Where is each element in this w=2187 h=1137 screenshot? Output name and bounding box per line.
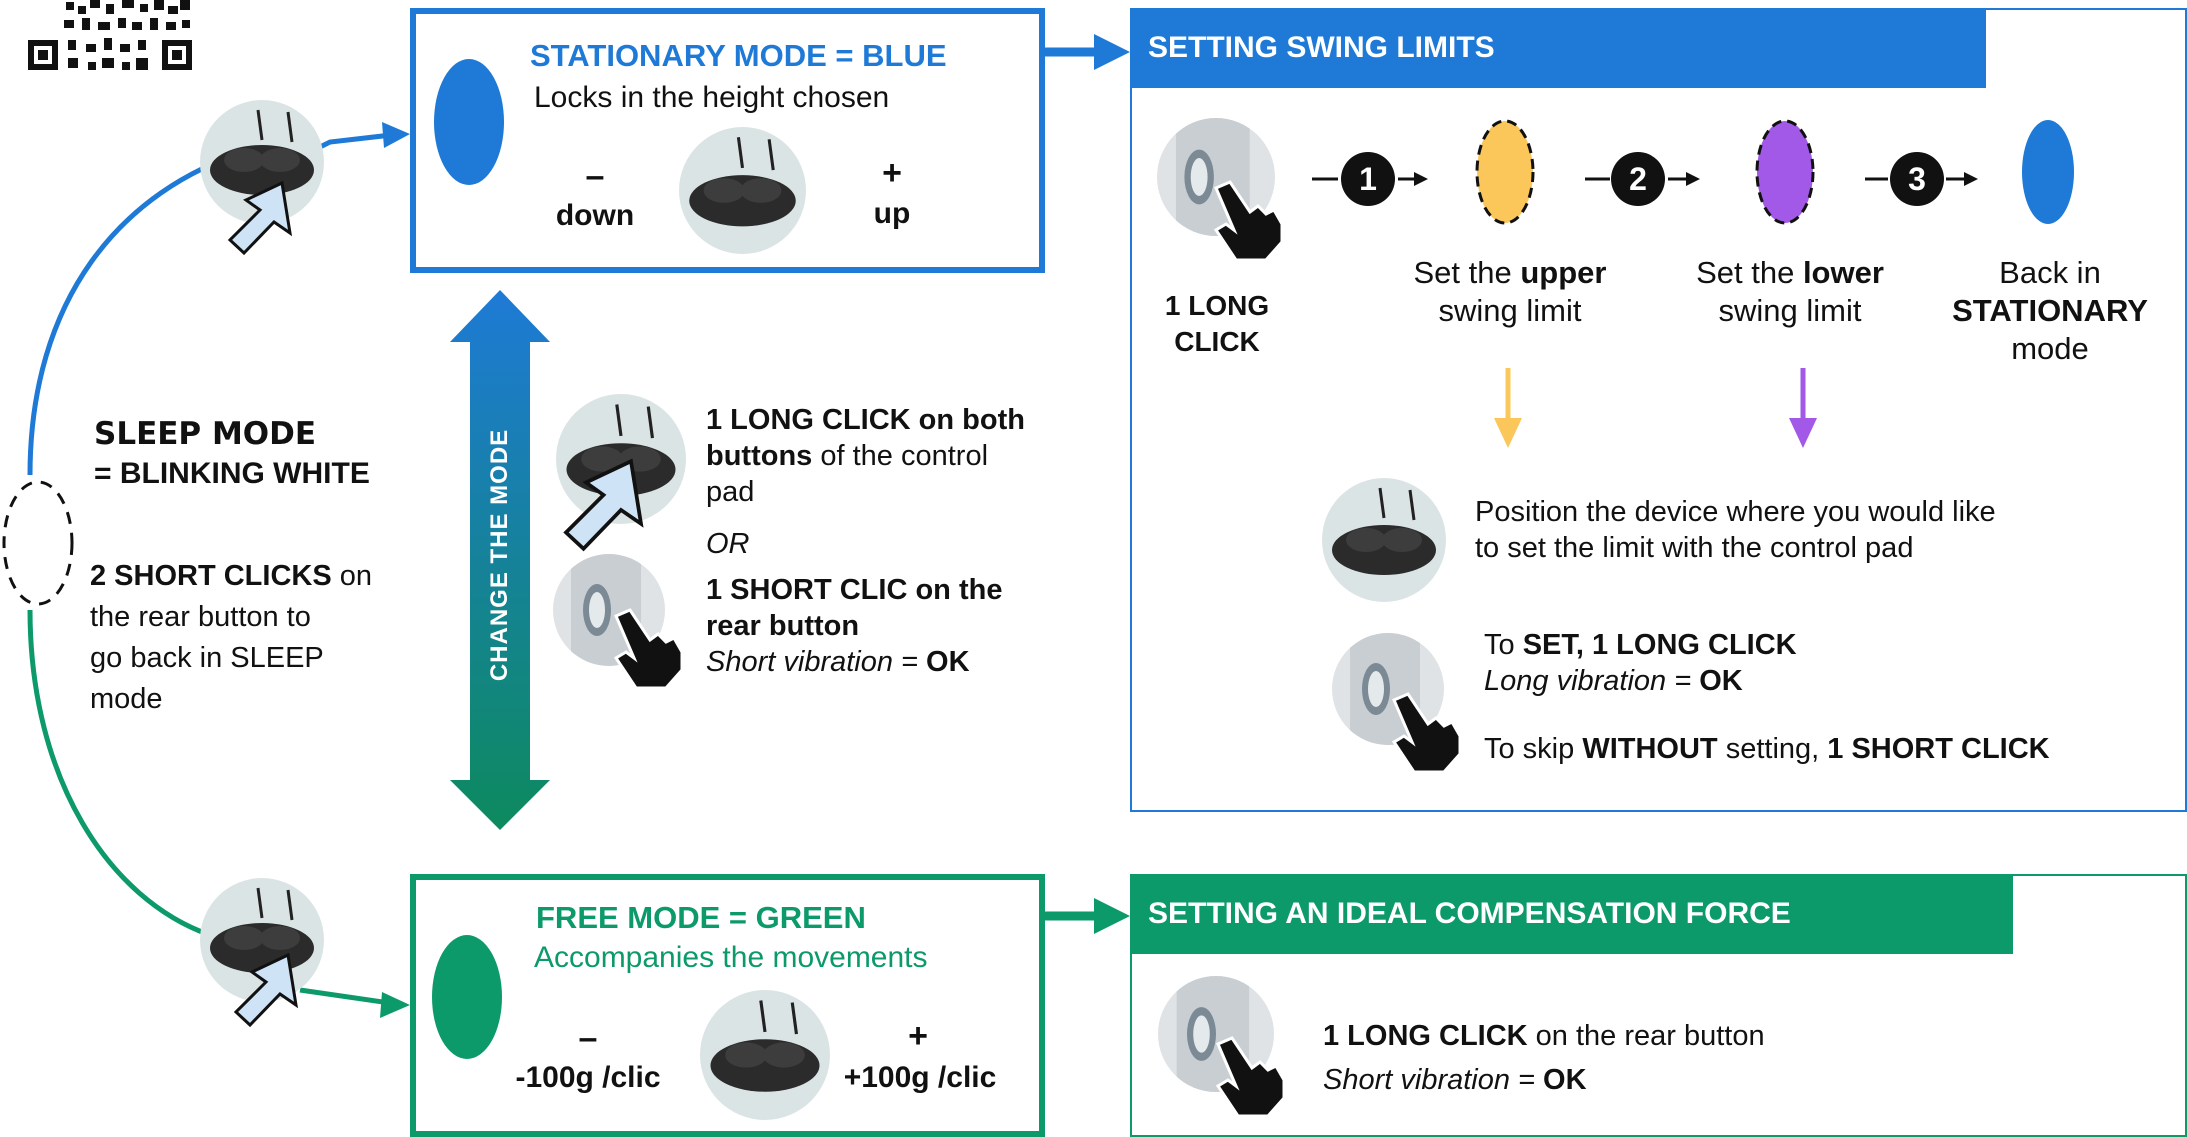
stationary-mode-subtitle: Locks in the height chosen <box>534 81 890 114</box>
sleep-mode-subtitle: = BLINKING WHITE <box>94 457 370 490</box>
sleep-instructions: 2 SHORT CLICKS on the rear button to go … <box>90 560 373 715</box>
skip-short-click-text: To skip WITHOUT setting, 1 SHORT CLICK <box>1484 733 2050 765</box>
long-click-both-text: 1 LONG CLICK on both buttons of the cont… <box>706 404 1025 508</box>
compensation-header: SETTING AN IDEAL COMPENSATION FORCE <box>1130 874 2013 954</box>
change-mode-label: CHANGE THE MODE <box>486 428 513 682</box>
rear-button-icon <box>1175 118 1250 236</box>
hand-pointer-icon <box>1215 1036 1286 1118</box>
hand-pointer-icon <box>1213 180 1284 262</box>
sleep-mode-title: SLEEP MODE <box>94 416 317 452</box>
arrow-to-swing <box>1094 34 1130 70</box>
rear-button-image <box>1157 118 1275 236</box>
up-label: up <box>873 197 911 230</box>
control-pad-image <box>679 127 806 254</box>
control-pad-icon <box>689 137 796 227</box>
qr-code-icon <box>28 0 192 74</box>
control-pad-icon <box>710 1000 820 1092</box>
short-clic-rear-text: 1 SHORT CLIC on the rear button Short vi… <box>706 574 1003 678</box>
minus-sign: – <box>578 1019 598 1057</box>
press-arrow-icon <box>233 952 299 1028</box>
stationary-mode-box <box>410 8 1045 273</box>
step-2-number: 2 <box>1629 161 1647 197</box>
press-arrow-icon <box>563 458 644 552</box>
control-pad-image <box>700 990 830 1120</box>
free-mode-box <box>410 874 1045 1137</box>
free-mode-title: FREE MODE = GREEN <box>536 900 866 935</box>
arrow-to-compensation <box>1094 898 1130 934</box>
step-1-number: 1 <box>1359 161 1377 197</box>
green-arc-arrowhead <box>380 992 410 1018</box>
down-label: down <box>555 199 635 232</box>
minus-sign: – <box>585 157 605 195</box>
control-pad-image <box>200 100 324 224</box>
plus-sign: + <box>908 1017 928 1055</box>
lower-limit-text: Set the lower swing limit <box>1696 255 1884 328</box>
position-device-text: Position the device where you would like… <box>1475 496 1996 564</box>
or-label: OR <box>706 528 750 560</box>
compensation-instructions: 1 LONG CLICK on the rear button Short vi… <box>1323 1020 1765 1096</box>
control-pad-image <box>200 878 324 1002</box>
set-long-click-text: To SET, 1 LONG CLICK Long vibration = OK <box>1484 629 1797 697</box>
stationary-mode-title: STATIONARY MODE = BLUE <box>530 38 947 73</box>
plus-100g-label: +100g /clic <box>843 1061 997 1094</box>
hand-pointer-icon <box>1391 692 1462 774</box>
control-pad-icon <box>210 109 314 195</box>
press-arrow-icon <box>227 180 293 256</box>
minus-100g-label: -100g /clic <box>515 1061 661 1094</box>
upper-limit-text: Set the upper swing limit <box>1413 255 1607 328</box>
control-pad-icon <box>1332 487 1436 575</box>
control-pad-image <box>1322 478 1446 602</box>
blue-arc-arrowhead <box>382 122 410 148</box>
step-3-number: 3 <box>1908 161 1926 197</box>
swing-limits-header: SETTING SWING LIMITS <box>1130 8 1986 88</box>
hand-pointer-icon <box>613 608 684 690</box>
free-mode-subtitle: Accompanies the movements <box>534 941 928 974</box>
back-stationary-text: Back in STATIONARY mode <box>1952 255 2148 366</box>
sleep-mode-light <box>2 480 74 606</box>
plus-sign: + <box>882 154 902 192</box>
